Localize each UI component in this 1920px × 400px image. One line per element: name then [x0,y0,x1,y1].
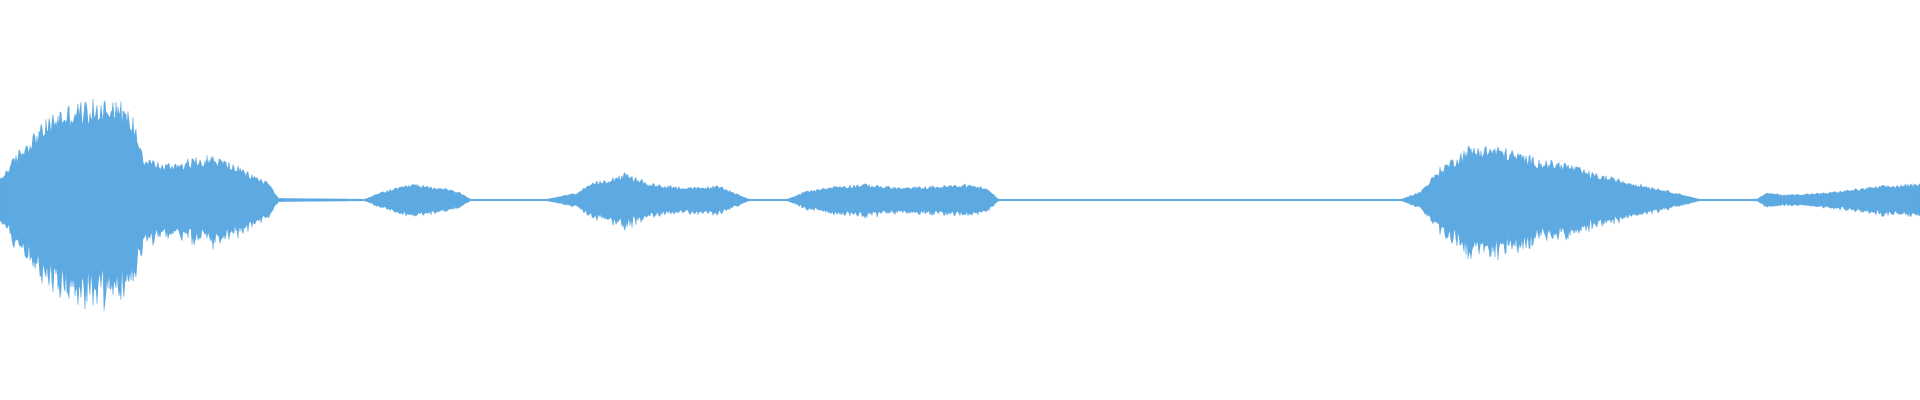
waveform-signal [0,99,1920,311]
